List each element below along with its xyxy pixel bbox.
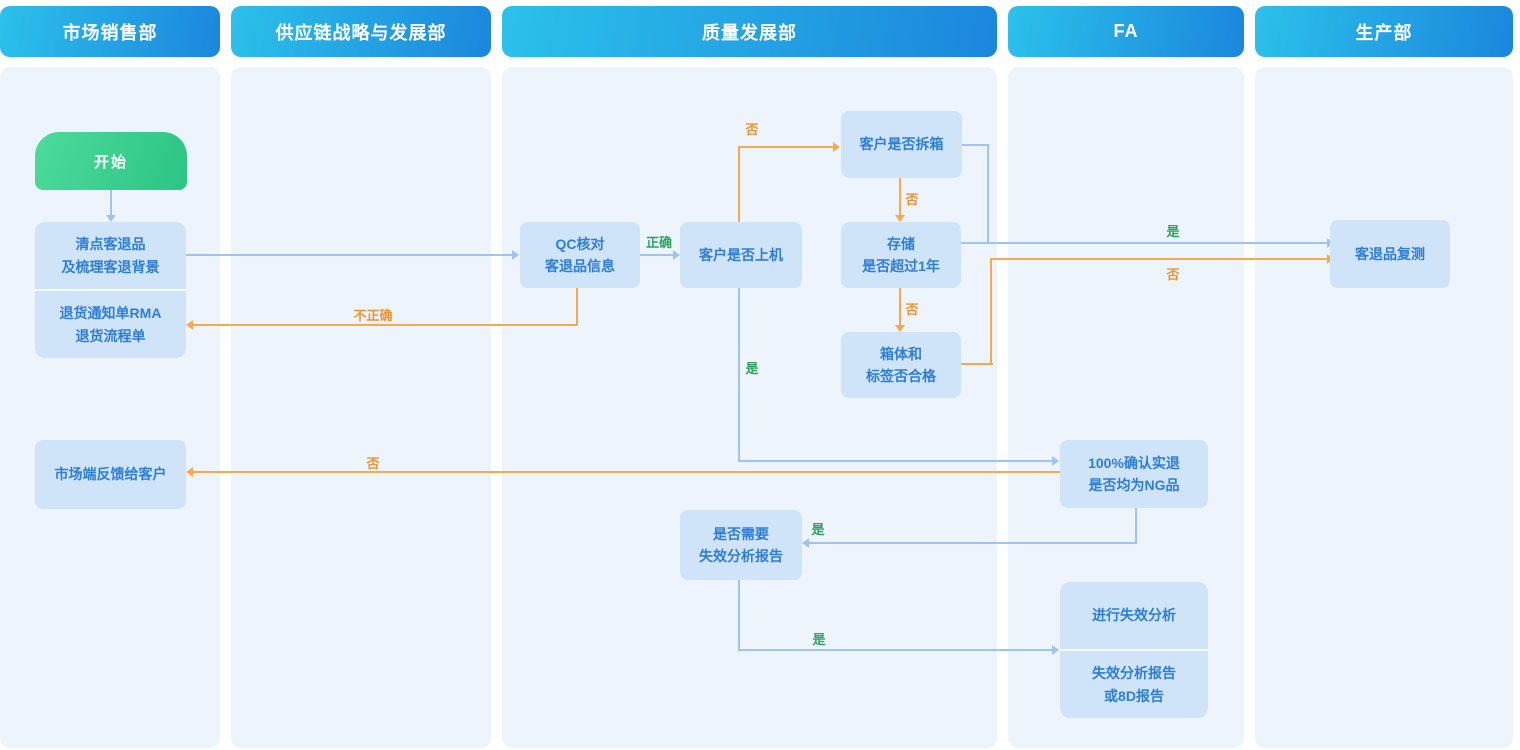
connector-unboxed-elbow-vline [987,144,989,244]
edge-label-yes-retest: 是 [1166,224,1180,239]
arrowhead-right-icon [1052,645,1059,655]
node-text: 客户是否上机 [699,246,783,263]
node-text: 开始 [93,153,128,171]
arrowhead-down-icon [895,215,905,222]
node-text: 是否均为NG品 [1088,477,1180,493]
flow-node-need-fa: 是否需要 失效分析报告 [680,510,802,580]
node-text: 失效分析报告 [1092,665,1176,682]
edge-label-yes-onmachine: 是 [745,361,759,376]
node-text: 或8D报告 [1104,687,1164,704]
connector-qc-to-onmachine-line [640,254,673,256]
edge-label-no-feedback: 否 [366,456,380,471]
node-text: 客退品信息 [545,258,615,274]
node-text: 箱体和 [880,345,922,362]
node-text: 是否超过1年 [862,258,940,274]
node-text: 退货流程单 [75,327,146,344]
arrowhead-down-icon [895,325,905,332]
arrowhead-right-icon [673,250,680,260]
connector-count-to-qc-line [186,254,512,256]
arrowhead-down-icon [106,215,116,222]
connector-needfa-to-dofa-vline [738,580,740,651]
flow-node-box-label-ok: 箱体和 标签否合格 [841,332,961,398]
edge-label-yes-dofa: 是 [812,632,826,647]
connector-boxlabel-to-retest-vline [990,259,992,365]
connector-onmachine-to-ng-vline [738,288,740,462]
arrowhead-left-icon [802,538,809,548]
lane-header-marketing: 市场销售部 [0,6,220,57]
flow-node-count-returns: 清点客退品 及梳理客退背景 [35,222,186,289]
connector-unboxed-no-line [899,178,901,215]
lane-header-production: 生产部 [1255,6,1513,57]
connector-ng-to-feedback-line [192,471,1060,473]
connector-qc-incorrect-hline [192,324,578,326]
connector-qc-incorrect-vline [576,288,578,326]
connector-storage-no-line [899,288,901,325]
node-text: 标签否合格 [866,368,936,384]
node-text: 市场端反馈给客户 [54,466,167,483]
flow-node-do-fa: 进行失效分析 [1060,582,1208,649]
flow-node-on-machine: 客户是否上机 [680,222,802,288]
connector-onmachine-no-hline [738,146,833,148]
node-text: 客户是否拆箱 [859,136,944,153]
connector-start-to-count-line [110,190,112,215]
flow-node-feedback: 市场端反馈给客户 [35,440,186,509]
node-text: 存储 [887,235,915,252]
edge-label-no-unboxed: 否 [905,192,919,207]
node-text: 100%确认实退 [1088,454,1180,471]
edge-label-incorrect: 不正确 [353,308,393,323]
edge-label-yes-needfa: 是 [811,522,825,537]
lane-header-fa: FA [1008,6,1244,57]
lane-header-supply-chain: 供应链战略与发展部 [231,6,491,57]
lane-header-quality: 质量发展部 [502,6,997,57]
node-text: 进行失效分析 [1092,607,1176,624]
arrowhead-right-icon [833,142,840,152]
flow-node-confirm-ng: 100%确认实退 是否均为NG品 [1060,440,1208,508]
flow-node-fa-report: 失效分析报告 或8D报告 [1060,649,1208,718]
connector-needfa-to-dofa-hline [738,649,1052,651]
node-text: 退货通知单RMA [59,305,162,322]
lane-body-quality [502,67,997,748]
connector-onmachine-to-ng-hline [738,460,1052,462]
arrowhead-right-icon [512,250,519,260]
connector-ng-to-needfa-hline [808,542,1137,544]
flow-node-fa-stack: 进行失效分析 失效分析报告 或8D报告 [1060,582,1208,718]
lane-body-supply-chain [231,67,491,748]
flow-node-storage: 存储 是否超过1年 [841,222,961,288]
node-text: 是否需要 [713,525,769,542]
flow-node-qc-check: QC核对 客退品信息 [520,222,640,288]
node-text: QC核对 [555,235,605,252]
arrowhead-left-icon [186,467,193,477]
connector-unboxed-elbow-hline [961,144,989,146]
edge-label-no-storage: 否 [905,302,919,317]
lane-body-production [1255,67,1513,748]
flow-node-unboxed: 客户是否拆箱 [841,111,962,178]
flow-node-retest: 客退品复测 [1330,220,1450,288]
arrowhead-right-icon [1052,456,1059,466]
connector-storage-to-retest-line [961,242,1327,244]
node-text: 清点客退品 [75,236,146,253]
flow-node-start: 开始 [35,132,187,190]
flow-node-count-rma-stack: 清点客退品 及梳理客退背景 退货通知单RMA 退货流程单 [35,222,186,358]
node-text: 客退品复测 [1355,245,1425,262]
connector-boxlabel-to-retest-h1 [961,363,993,365]
edge-label-no-retest: 否 [1166,267,1180,282]
flow-node-rma: 退货通知单RMA 退货流程单 [35,289,186,358]
arrowhead-left-icon [186,320,193,330]
connector-ng-to-needfa-vline [1135,508,1137,544]
node-text: 及梳理客退背景 [61,258,160,275]
connector-onmachine-no-vline [738,146,740,222]
edge-label-no-onmachine: 否 [745,122,759,137]
node-text: 失效分析报告 [699,548,783,564]
edge-label-correct: 正确 [645,235,673,250]
connector-boxlabel-to-retest-h2 [990,258,1327,260]
